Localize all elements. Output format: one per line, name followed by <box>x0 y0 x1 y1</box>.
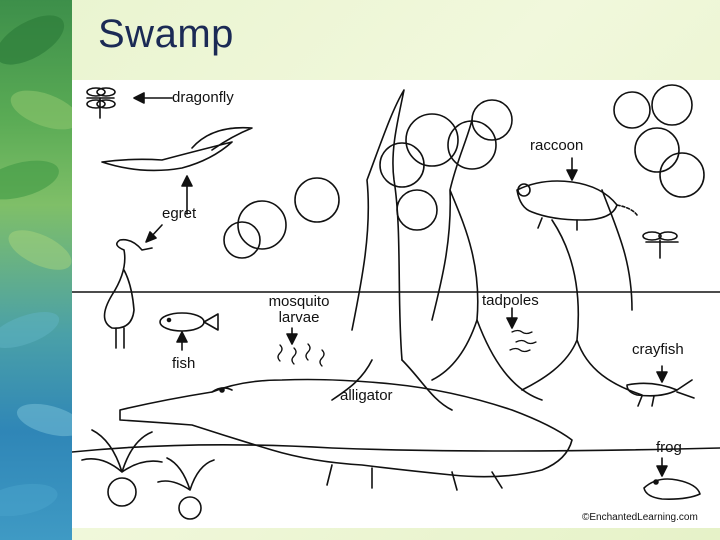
water-lily-icon <box>81 429 163 507</box>
label-fish: fish <box>172 355 196 372</box>
label-raccoon: raccoon <box>530 137 584 154</box>
frog-icon <box>643 478 701 500</box>
dragonfly-icon <box>642 231 679 259</box>
label-mosquito-larvae-line1: mosquito <box>268 293 330 310</box>
water-lily-icon <box>157 457 215 520</box>
alligator-icon <box>119 378 573 491</box>
raccoon-icon <box>516 180 638 231</box>
leaf-decoration <box>0 0 72 540</box>
label-mosquito-larvae-line2: larvae <box>278 309 320 326</box>
dragonfly-icon <box>86 87 116 119</box>
label-egret: egret <box>162 205 197 222</box>
label-crayfish: crayfish <box>632 341 684 358</box>
egret-icon <box>103 238 153 349</box>
tadpole-icon <box>509 329 537 353</box>
label-alligator: alligator <box>340 387 393 404</box>
crayfish-icon <box>626 379 695 407</box>
label-dragonfly: dragonfly <box>172 89 234 106</box>
label-tadpoles: tadpoles <box>482 292 539 309</box>
label-frog: frog <box>656 439 682 456</box>
credit-text: ©EnchantedLearning.com <box>582 512 698 523</box>
swamp-bottom-line <box>72 444 720 453</box>
label-mosquito-larvae: mosquito larvae <box>254 294 344 326</box>
tree-icon <box>223 84 705 411</box>
leaf-pattern-icon <box>0 15 72 517</box>
mosquito-larvae-icon <box>277 343 325 367</box>
fish-icon <box>159 312 219 332</box>
egret-icon <box>101 126 253 172</box>
arrow-icon <box>133 92 668 477</box>
swamp-diagram: dragonfly egret raccoon mosquito larvae … <box>72 80 720 528</box>
slide-title: Swamp <box>98 12 234 56</box>
